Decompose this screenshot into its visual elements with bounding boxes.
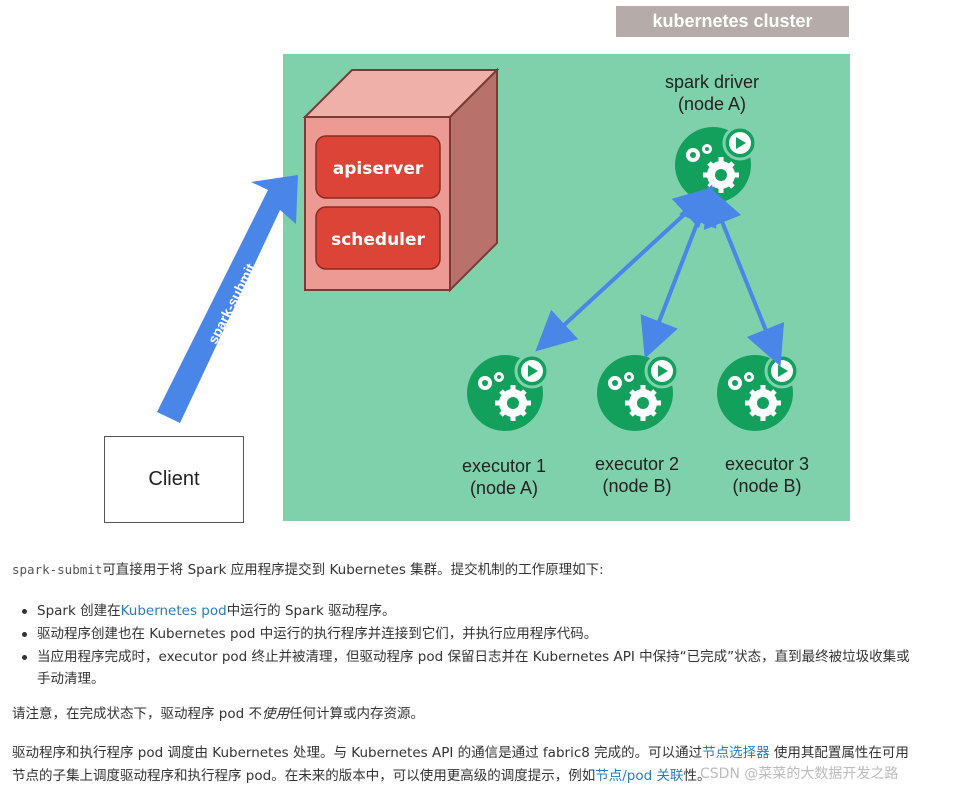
bullet-text: 手动清理。 [37,671,105,687]
client-box: Client [104,436,244,523]
bullet-text: 当应用程序完成时，executor pod 终止并被清理，但驱动程序 pod 保… [37,649,910,665]
bullet-icon [22,654,27,660]
intro-text: 可直接用于将 Spark 应用程序提交到 Kubernetes 集群。提交机制的… [102,562,604,578]
node-pod-affinity-link[interactable]: 节点/pod 关联 [595,768,684,784]
note-paragraph: 请注意，在完成状态下，驱动程序 pod 不使用任何计算或内存资源。 [12,702,424,722]
kubernetes-pod-link[interactable]: Kubernetes pod [120,603,227,619]
node-selector-link[interactable]: 节点选择器 [702,745,770,761]
client-label: Client [148,468,200,490]
list-item-continuation: 手动清理。 [37,667,105,687]
executor1-gear-icon [467,355,548,431]
scheduler-label: scheduler [331,230,425,250]
spark-submit-arrow [157,175,298,423]
driver-exec2-link [640,184,717,359]
driver-gear-icon [675,127,756,203]
bullet-text: 驱动程序创建也在 Kubernetes pod 中运行的执行程序并连接到它们，并… [37,626,598,642]
sched-text: 使用其配置属性在可用 [769,745,909,761]
list-item: Spark 创建在Kubernetes pod中运行的 Spark 驱动程序。 [22,599,396,619]
driver-exec3-link [703,185,785,367]
executor2-gear-icon [597,355,678,431]
apiserver-label: apiserver [333,159,424,179]
intro-paragraph: spark-submit可直接用于将 Spark 应用程序提交到 Kuberne… [12,558,604,578]
executor3-gear-icon [717,355,798,431]
executor-3-label: executor 3 (node B) [724,454,810,496]
sched-text: 性。 [683,768,711,784]
list-item: 当应用程序完成时，executor pod 终止并被清理，但驱动程序 pod 保… [22,645,910,665]
note-text: 任何计算或内存资源。 [288,706,424,722]
list-item: 驱动程序创建也在 Kubernetes pod 中运行的执行程序并连接到它们，并… [22,622,597,642]
watermark: CSDN @菜菜的大数据开发之路 [700,766,899,782]
sched-text: 节点的子集上调度驱动程序和执行程序 pod。在未来的版本中，可以使用更高级的调度… [12,768,596,784]
bullet-icon [22,608,27,614]
executor-1-label: executor 1 (node A) [461,456,547,498]
bullet-icon [22,631,27,637]
intro-code: spark-submit [12,562,103,577]
bullet-text: Spark 创建在 [37,603,121,619]
driver-label: spark driver (node A) [664,72,760,114]
bullet-text: 中运行的 Spark 驱动程序。 [226,603,396,619]
note-emphasis: 使用 [261,706,289,722]
diagram-svg: spark-submit apiserver scheduler [157,67,969,540]
master-node-box [302,67,500,293]
cluster-label: kubernetes cluster [616,6,849,37]
spark-k8s-diagram: kubernetes cluster [104,6,969,540]
sched-text: 驱动程序和执行程序 pod 调度由 Kubernetes 处理。与 Kubern… [12,745,703,761]
scheduling-paragraph-line2: 节点的子集上调度驱动程序和执行程序 pod。在未来的版本中，可以使用更高级的调度… [12,764,710,784]
executor-2-label: executor 2 (node B) [594,454,680,496]
note-text: 请注意，在完成状态下，驱动程序 pod 不 [12,706,262,722]
scheduling-paragraph-line1: 驱动程序和执行程序 pod 调度由 Kubernetes 处理。与 Kubern… [12,741,909,761]
